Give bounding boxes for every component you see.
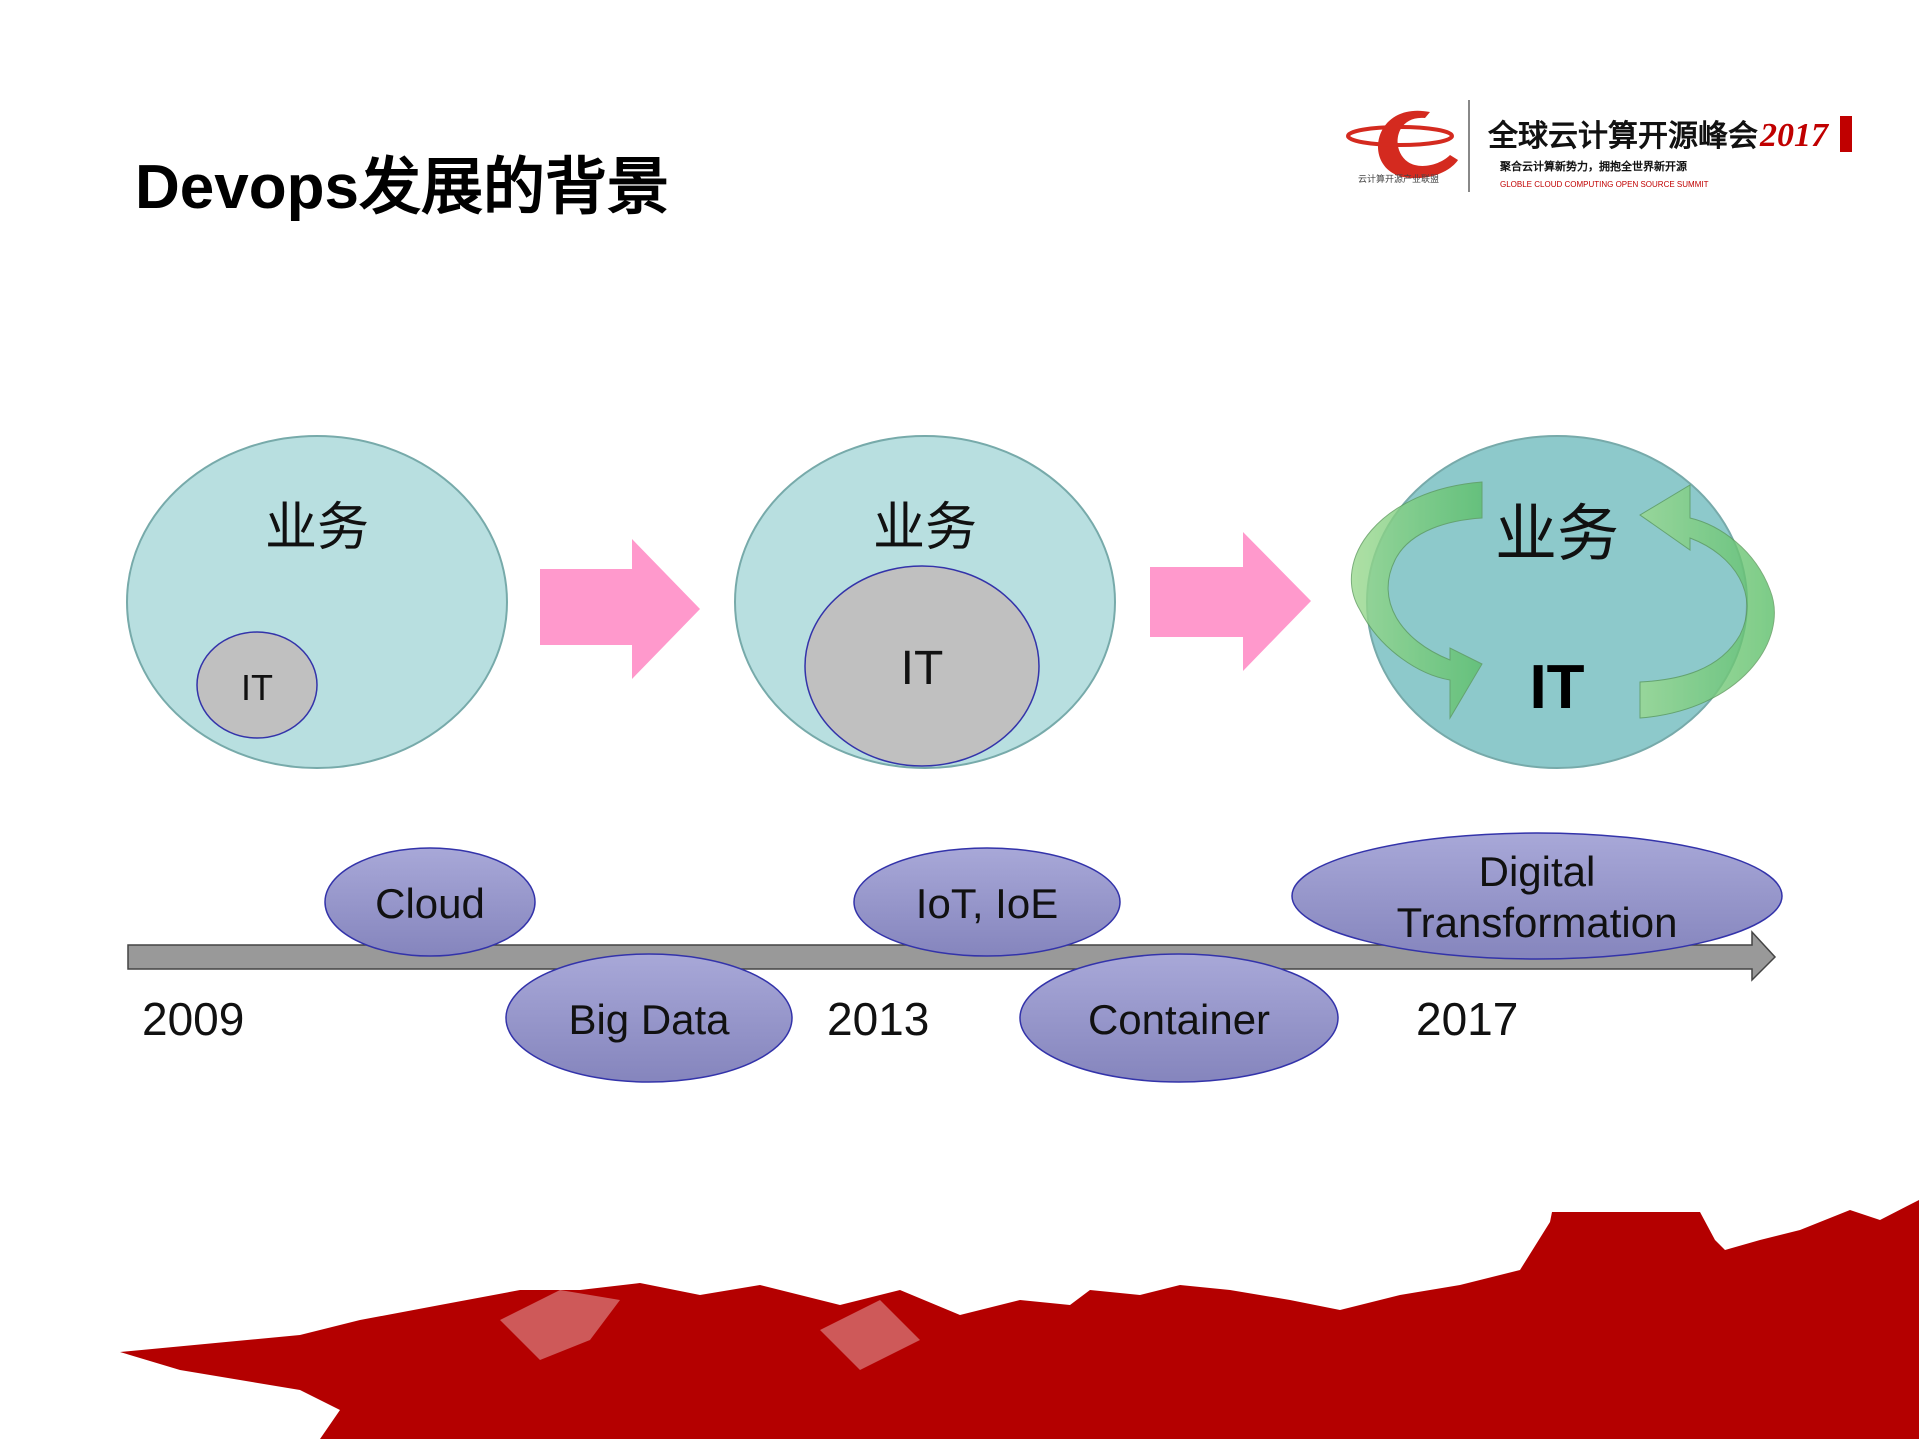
tag-big-data-label: Big Data	[568, 996, 730, 1043]
great-wall-decoration	[120, 1200, 1919, 1439]
tag-digital-label: Digital	[1479, 848, 1596, 895]
stage2-it-label: IT	[901, 642, 944, 695]
timeline-tags: Cloud Big Data IoT, IoE Container Digita…	[324, 832, 1783, 1083]
logo-summit-en: GLOBLE CLOUD COMPUTING OPEN SOURCE SUMMI…	[1500, 180, 1709, 189]
arrow-right-icon	[540, 539, 700, 679]
arrow-right-icon	[1150, 532, 1311, 671]
summit-logo: 云计算开源产业联盟 全球云计算开源峰会 2017 聚合云计算新势力，拥抱全世界新…	[1346, 100, 1852, 192]
tag-container	[1019, 953, 1339, 1083]
year-2013: 2013	[827, 993, 929, 1045]
timeline-arrow	[127, 930, 1777, 982]
stage1-it-label: IT	[241, 667, 273, 708]
year-2009: 2009	[142, 993, 244, 1045]
page-title: Devops发展的背景	[135, 153, 669, 222]
stage2-it-circle	[804, 565, 1040, 767]
tag-cloud-label: Cloud	[375, 880, 485, 927]
tag-digital-transformation	[1291, 832, 1783, 960]
tag-iot-ioe-label: IoT, IoE	[916, 880, 1058, 927]
stage1-business-circle	[126, 435, 508, 769]
logo-summit-cn: 全球云计算开源峰会	[1487, 119, 1758, 154]
tag-container-label: Container	[1088, 996, 1270, 1043]
stage1-it-circle	[196, 631, 318, 739]
stage1-business-label: 业务	[265, 499, 369, 557]
tag-cloud	[324, 847, 536, 957]
tag-transformation-label: Transformation	[1397, 899, 1678, 946]
logo-org: 云计算开源产业联盟	[1358, 173, 1439, 184]
logo-slogan: 聚合云计算新势力，拥抱全世界新开源	[1499, 159, 1687, 173]
stage3-it-label: IT	[1529, 653, 1584, 722]
logo-year: 2017	[1759, 117, 1830, 154]
stage3-business-label: 业务	[1495, 500, 1619, 569]
tag-iot-ioe	[853, 847, 1121, 957]
stage2-business-label: 业务	[873, 499, 977, 557]
year-2017: 2017	[1416, 993, 1518, 1045]
cycle-arrows-icon	[1350, 481, 1775, 720]
tag-big-data	[505, 953, 793, 1083]
